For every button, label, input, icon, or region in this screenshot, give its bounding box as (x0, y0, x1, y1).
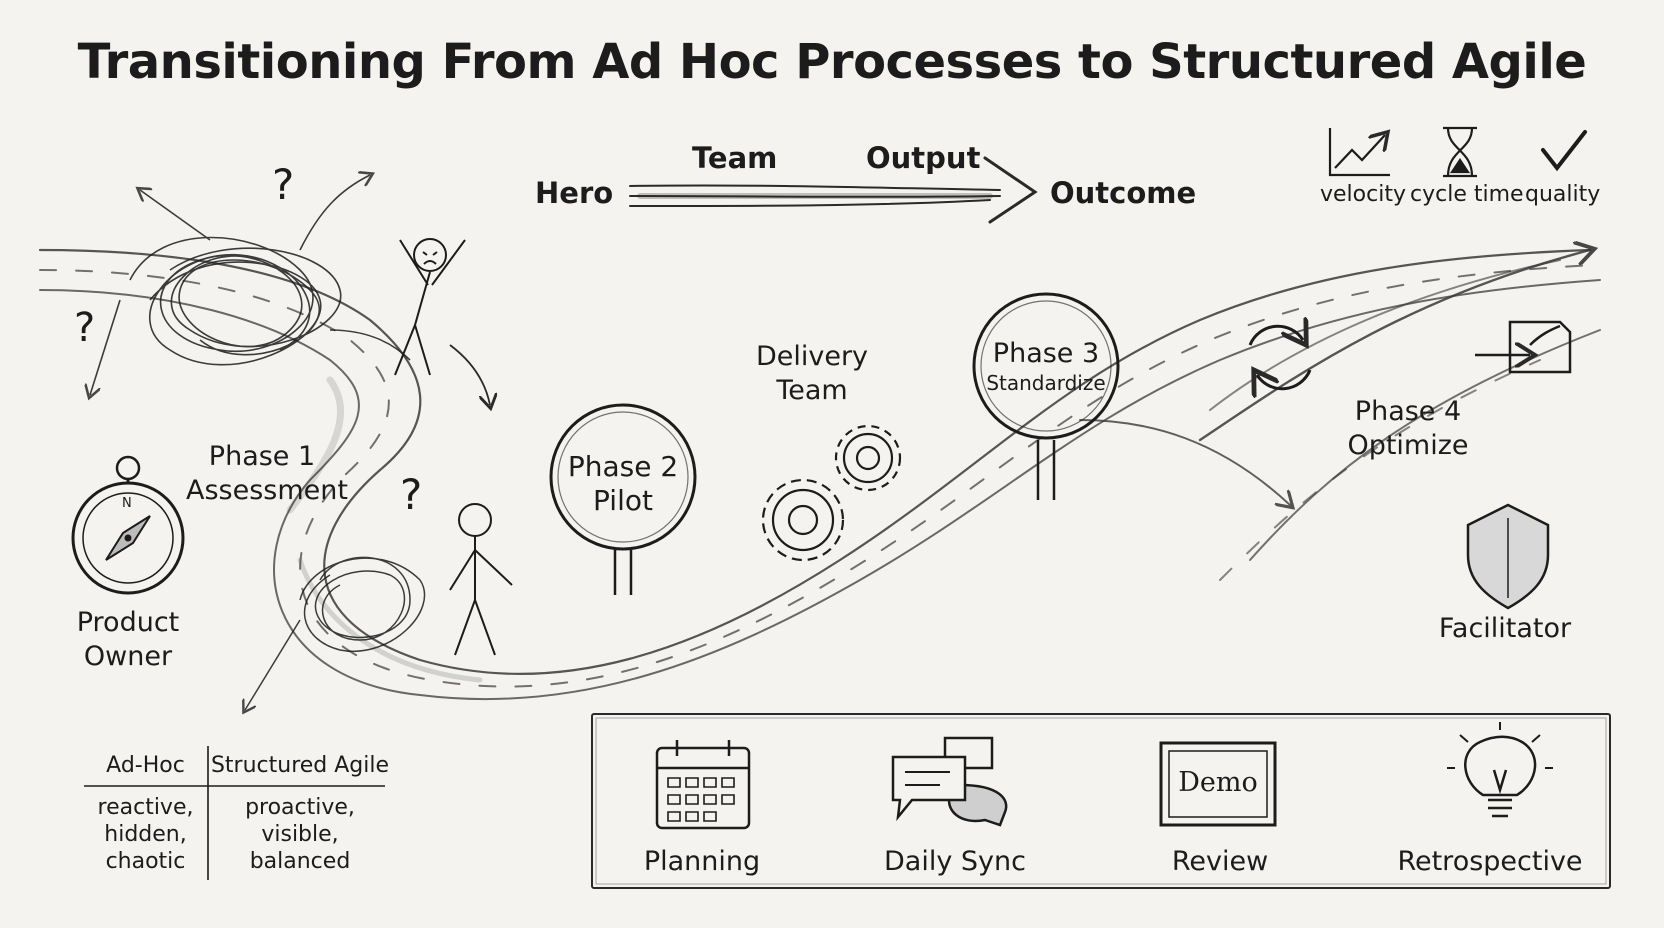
ceremony-retrospective-label: Retrospective (1397, 846, 1583, 877)
question-mark: ? (74, 305, 96, 351)
phase1-label: Phase 1 Assessment (186, 440, 348, 508)
chat-bubbles-icon (893, 738, 1006, 825)
question-mark: ? (272, 160, 295, 209)
phase2-subtitle: Pilot (593, 484, 653, 517)
question-mark: ? (400, 470, 423, 519)
shield-icon (1468, 505, 1548, 608)
phase3-subtitle: Standardize (986, 371, 1106, 395)
ceremony-daily-sync-label: Daily Sync (884, 846, 1026, 877)
metric-velocity-label: velocity (1320, 182, 1406, 207)
refresh-cycle-icon (1250, 326, 1310, 388)
comparison-right-values: proactive, visible, balanced (210, 794, 390, 875)
chaos-scribble-top (90, 175, 410, 395)
flow-top-left-label: Team (692, 141, 778, 175)
trend-chart-icon (1330, 128, 1390, 175)
flow-end-label: Outcome (1050, 176, 1197, 210)
phase4-title: Phase 4 (1354, 396, 1462, 427)
scatter-arrow (450, 345, 490, 405)
ceremony-review-label: Review (1171, 846, 1269, 877)
phase2-signpost (551, 405, 695, 595)
comparison-right-value: balanced (249, 849, 351, 874)
comparison-right-value: visible, (261, 822, 339, 847)
phase4-label: Phase 4 Optimize (1338, 395, 1478, 463)
delivery-team-line1: Delivery (755, 341, 869, 372)
phase1-subtitle: Assessment (186, 475, 348, 506)
delivery-team-line2: Team (776, 375, 848, 406)
phase4-subtitle: Optimize (1347, 430, 1469, 461)
comparison-left-values: reactive, hidden, chaotic (88, 794, 203, 875)
comparison-table-lines (84, 746, 385, 880)
ceremony-planning-label: Planning (643, 846, 761, 877)
flow-start-label: Hero (535, 176, 614, 210)
facilitator-label: Facilitator (1438, 613, 1572, 644)
product-owner-line1: Product (76, 607, 180, 638)
walking-person-figure (450, 504, 512, 655)
checkmark-icon (1543, 132, 1585, 168)
phase3-title: Phase 3 (992, 338, 1100, 369)
comparison-left-header: Ad-Hoc (106, 753, 185, 778)
comparison-left-value: hidden, (104, 822, 187, 847)
ceremonies-frame (592, 714, 1610, 888)
product-owner-label: Product Owner (66, 606, 190, 674)
phase2-title: Phase 2 (567, 450, 679, 483)
comparison-left-value: chaotic (105, 849, 186, 874)
delivery-team-label: Delivery Team (752, 340, 872, 408)
metric-cycle-time-label: cycle time (1410, 182, 1524, 207)
demo-screen-icon (1161, 743, 1275, 825)
flow-top-right-label: Output (866, 141, 981, 175)
page-title: Transitioning From Ad Hoc Processes to S… (77, 34, 1587, 90)
comparison-right-header: Structured Agile (210, 753, 390, 778)
phase2-label: Phase 2 Pilot (563, 450, 683, 518)
demo-screen-text: Demo (1178, 767, 1258, 798)
frustrated-person-figure (395, 239, 465, 375)
swap-document-icon (1475, 322, 1570, 372)
comparison-left-value: reactive, (97, 795, 194, 820)
phase3-signpost (974, 294, 1118, 500)
phase3-label: Phase 3 Standardize (980, 338, 1112, 396)
product-owner-line2: Owner (83, 641, 173, 672)
lightbulb-icon (1447, 722, 1553, 816)
phase1-title: Phase 1 (208, 441, 316, 472)
compass-icon (73, 457, 183, 593)
chaos-scribble-bottom (245, 557, 425, 710)
calendar-icon (657, 740, 749, 828)
metric-quality-label: quality (1525, 182, 1601, 207)
gears-icon (763, 426, 900, 560)
hourglass-icon (1443, 128, 1477, 176)
hero-to-outcome-arrow (630, 158, 1035, 222)
compass-north-letter: N (122, 496, 132, 511)
comparison-right-value: proactive, (245, 795, 355, 820)
